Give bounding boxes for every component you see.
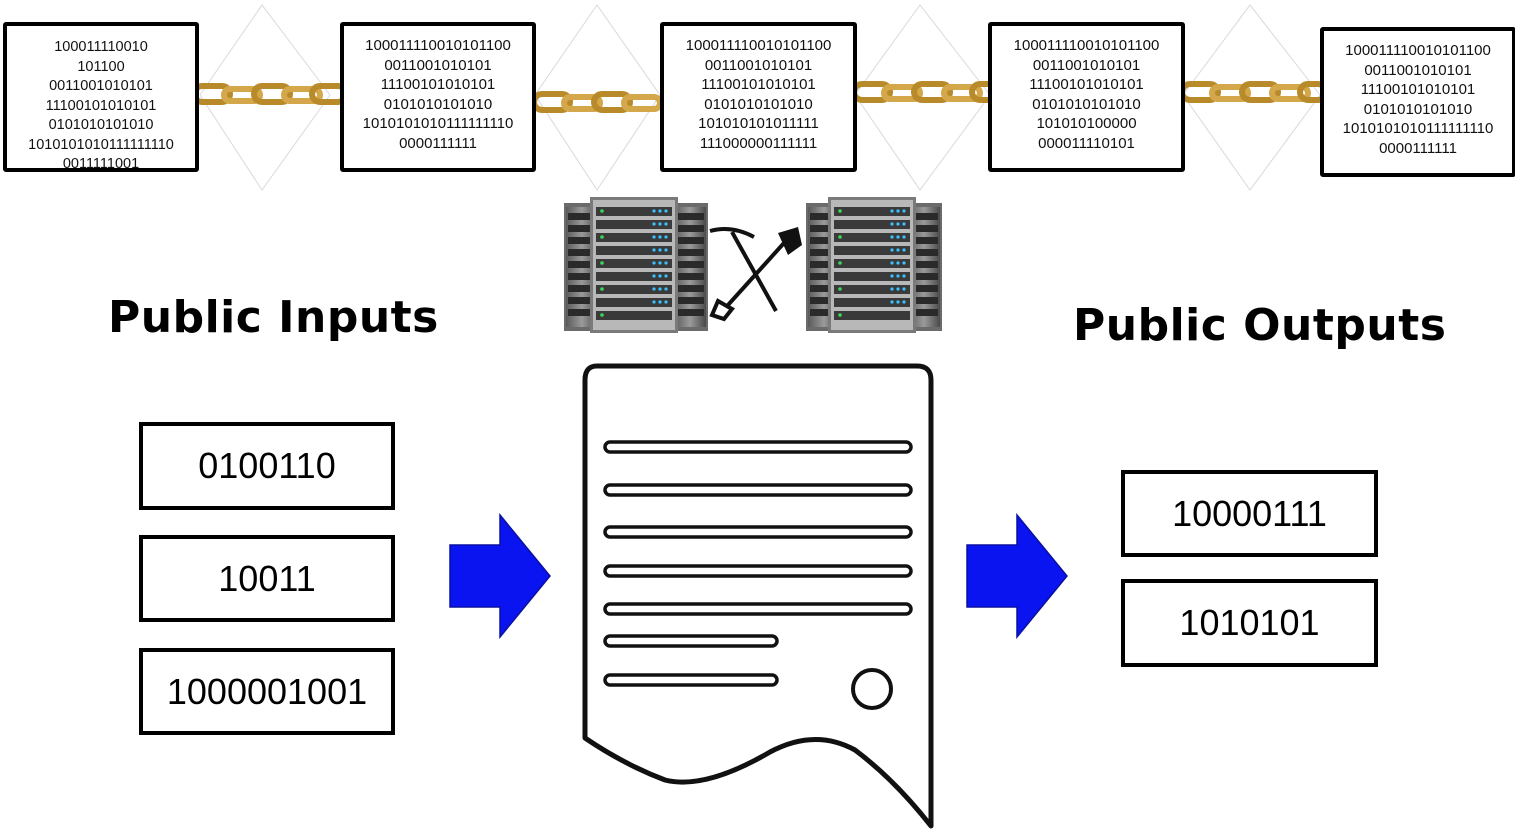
background-lines: [199, 4, 1321, 191]
server-rack-icon-right: [806, 197, 942, 333]
block-2-line-1: 100011110010101100: [365, 37, 511, 54]
block-4-line-1: 100011110010101100: [1013, 37, 1160, 54]
block-1-line-7: 0011111001: [62, 156, 140, 172]
block-4: 100011110010101100 0011001010101 1110010…: [988, 22, 1185, 172]
miners-group: [564, 197, 942, 333]
block-2-line-6: 0000111111: [399, 134, 477, 152]
output-box-2: 1010101: [1121, 579, 1378, 667]
input-box-1: 0100110: [139, 422, 395, 510]
block-3-line-5: 101010101011111: [698, 115, 819, 132]
chain-link-4: [1179, 81, 1328, 103]
block-1-line-1: 100011110010: [54, 39, 148, 55]
block-3-line-2: 0011001010101: [704, 56, 813, 74]
server-rack-icon-left: [564, 197, 708, 333]
block-3-line-3: 11100101010101: [701, 76, 816, 93]
block-4-line-4: 0101010101010: [1032, 95, 1141, 113]
block-5-line-4: 0101010101010: [1363, 100, 1473, 118]
block-3-line-4: 0101010101010: [704, 95, 813, 113]
block-2-line-3: 11100101010101: [380, 76, 496, 93]
block-1-line-4: 11100101010101: [45, 97, 157, 114]
block-5-line-5: 1010101010111111110: [1342, 120, 1494, 137]
block-4-line-5: 101010100000: [1036, 115, 1137, 132]
block-5-line-6: 0000111111: [1379, 139, 1457, 157]
chain-link-2: [531, 91, 663, 113]
block-3-line-6: 111000000111111: [699, 134, 818, 152]
public-outputs-heading: Public Outputs: [1073, 300, 1447, 351]
block-4-line-2: 0011001010101: [1032, 56, 1141, 74]
pickaxe-shovel-icon: [709, 227, 802, 322]
block-5: 100011110010101100 0011001010101 1110010…: [1320, 27, 1515, 177]
block-5-line-3: 11100101010101: [1360, 81, 1476, 98]
block-5-line-1: 100011110010101100: [1345, 42, 1491, 59]
block-2: 100011110010101100 0011001010101 1110010…: [340, 22, 536, 172]
arrow-right-icon-inputs: [449, 513, 551, 639]
block-1-line-6: 1010101010111111110: [28, 136, 174, 153]
block-4-line-6: 000011110101: [1038, 134, 1135, 152]
output-box-1: 10000111: [1121, 470, 1378, 557]
input-box-3: 1000001001: [139, 648, 395, 735]
block-2-line-5: 1010101010111111110: [362, 115, 514, 132]
block-5-line-2: 0011001010101: [1364, 61, 1472, 79]
block-4-line-3: 11100101010101: [1029, 76, 1144, 93]
block-3: 100011110010101100 0011001010101 1110010…: [660, 22, 857, 172]
input-box-2: 10011: [139, 535, 395, 622]
contract-document-icon: [582, 363, 934, 829]
block-3-line-1: 100011110010101100: [685, 37, 832, 54]
block-2-line-2: 0011001010101: [384, 56, 492, 74]
chain-link-3: [851, 81, 1000, 103]
block-1-line-3: 0011001010101: [49, 78, 153, 94]
block-2-line-4: 0101010101010: [383, 95, 493, 113]
block-1: 100011110010 101100 0011001010101 111001…: [3, 22, 199, 172]
arrow-right-icon-outputs: [966, 513, 1068, 639]
chain-link-1: [191, 83, 349, 105]
block-1-line-5: 0101010101010: [48, 117, 154, 133]
public-inputs-heading: Public Inputs: [108, 292, 439, 343]
block-1-line-2: 101100: [77, 58, 125, 75]
